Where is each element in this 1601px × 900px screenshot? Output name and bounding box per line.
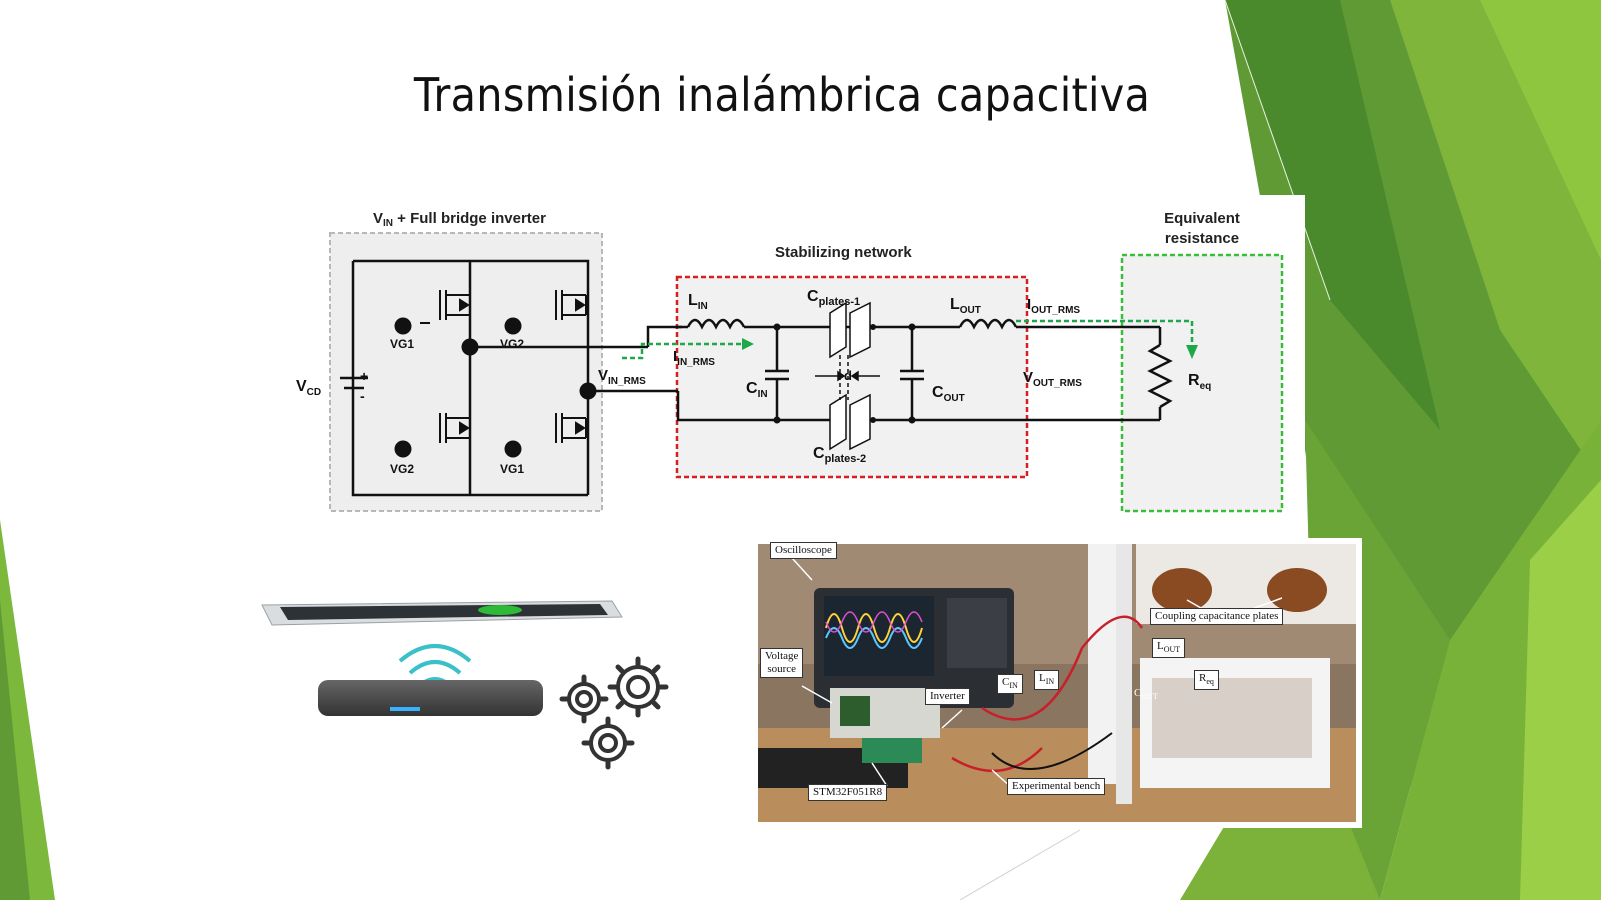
d-arrows — [815, 370, 880, 382]
label-lin-photo: LIN — [1034, 670, 1060, 691]
gate-dot-vg1-top — [394, 317, 412, 335]
gate-dot-vg2-top — [504, 317, 522, 335]
label-plus: + — [360, 368, 368, 384]
node-right — [579, 382, 597, 400]
circuit-diagram: VIN + Full bridge inverter Stabilizing n… — [270, 195, 1305, 525]
label-vout-rms: VOUT_RMS — [1023, 369, 1082, 389]
label-req-photo: Req — [1194, 670, 1219, 691]
label-coupling-plates: Coupling capacitance plates — [1150, 608, 1284, 625]
label-oscilloscope: Oscilloscope — [770, 542, 837, 559]
slide-title-text: Transmisión inalámbrica capacitiva — [414, 68, 1151, 122]
inverter-title: VIN + Full bridge inverter — [373, 210, 546, 229]
label-experimental-bench: Experimental bench — [1007, 778, 1106, 795]
gate-dot-vg2-bottom — [394, 440, 412, 458]
label-minus: - — [360, 388, 365, 404]
label-cout: COUT — [932, 384, 965, 404]
wireless-charging-illustration — [261, 600, 669, 770]
label-stm32: STM32F051R8 — [808, 784, 888, 801]
label-iin-rms: IIN_RMS — [673, 348, 715, 368]
label-cin-photo: CIN — [997, 674, 1023, 695]
label-vg2-top: VG2 — [500, 337, 524, 351]
label-lin: LIN — [688, 292, 708, 312]
label-vin-rms: VIN_RMS — [598, 367, 646, 387]
coupling-plates — [829, 301, 871, 451]
label-cplates-1: Cplates-1 — [807, 288, 860, 308]
equivalent-title-1: Equivalent — [1164, 210, 1240, 227]
equivalent-title-2: resistance — [1165, 230, 1239, 247]
label-lout-photo: LOUT — [1152, 638, 1186, 659]
inverter-box — [329, 232, 603, 512]
stabilizing-title: Stabilizing network — [775, 244, 912, 261]
slide-title: Transmisión inalámbrica capacitiva — [0, 68, 1601, 122]
label-vg1-top: VG1 — [390, 337, 414, 351]
label-vg1-bottom: VG1 — [500, 462, 524, 476]
iout-arrow — [1016, 319, 1194, 345]
label-cin: CIN — [746, 380, 768, 400]
label-lout: LOUT — [950, 296, 981, 316]
label-vcd: VCD — [296, 378, 321, 398]
label-req: Req — [1188, 372, 1211, 392]
equivalent-box — [1120, 253, 1284, 513]
gate-dot-vg1-bottom — [504, 440, 522, 458]
label-vg2-bottom: VG2 — [390, 462, 414, 476]
charging-pad-icon — [318, 680, 543, 716]
label-inverter: Inverter — [925, 688, 970, 705]
label-cout-photo: COUT — [1134, 687, 1158, 702]
signal-icon — [408, 660, 462, 675]
label-cplates-2: Cplates-2 — [813, 445, 866, 465]
label-iout-rms: IOUT_RMS — [1027, 296, 1080, 316]
iin-arrow — [622, 342, 742, 360]
transistors — [420, 290, 587, 443]
network-wiring — [646, 318, 1173, 422]
photo-scene — [758, 544, 1356, 822]
label-d: d — [844, 368, 852, 383]
node-left — [461, 338, 479, 356]
